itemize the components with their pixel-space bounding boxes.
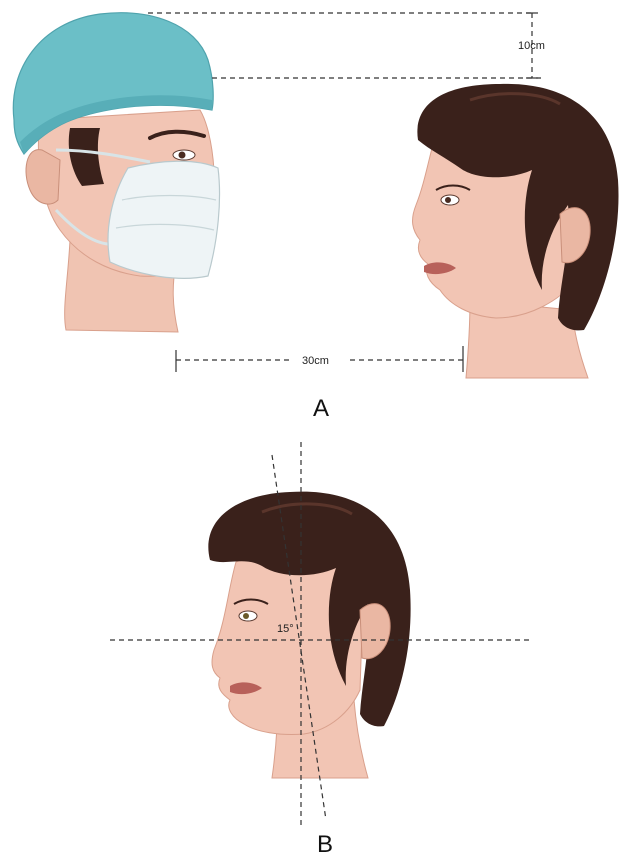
patient-head-illustration-b	[208, 492, 410, 778]
surgeon-ear	[26, 150, 60, 204]
panel-b: 15° B	[110, 442, 530, 857]
surgeon-iris	[179, 152, 186, 159]
angle-label: 15°	[277, 623, 294, 635]
surgeon-head-illustration	[13, 13, 219, 332]
patient-a-iris	[445, 197, 451, 203]
distance-measure-label: 30cm	[302, 355, 329, 367]
panel-a: 10cm 30cm A	[13, 13, 618, 422]
height-measure-label: 10cm	[518, 40, 545, 52]
patient-head-illustration-a	[413, 84, 619, 378]
patient-b-iris	[243, 613, 249, 619]
surgeon-mask	[108, 161, 220, 278]
panel-b-label: B	[317, 831, 333, 857]
panel-a-label: A	[313, 395, 329, 422]
